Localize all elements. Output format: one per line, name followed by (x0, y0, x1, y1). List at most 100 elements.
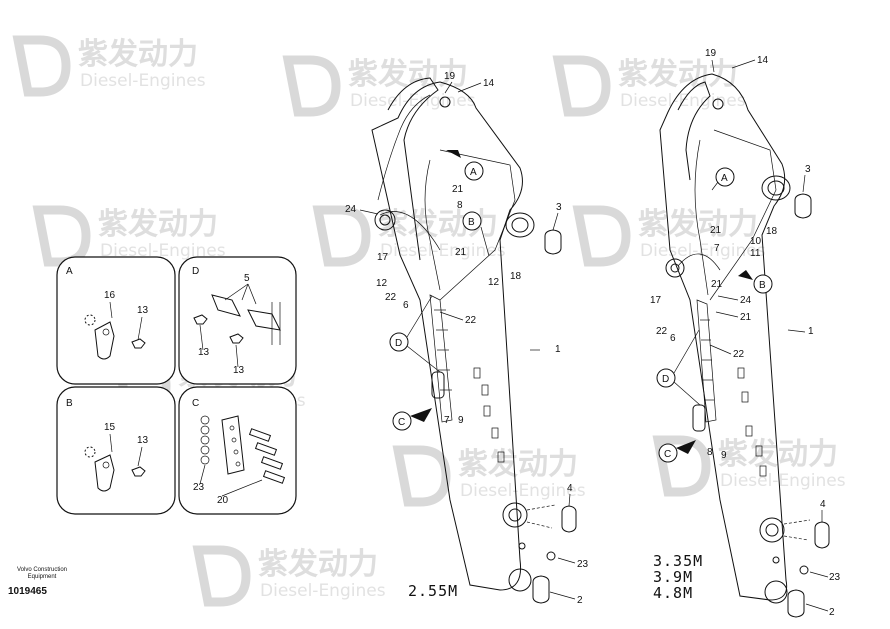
circle-marker-d: D (662, 374, 669, 385)
callout-19: 19 (444, 71, 456, 82)
panel-letter: D (192, 266, 199, 277)
detail-panel-c[interactable]: C 23 20 (178, 386, 297, 515)
variant-label-1: 3.35M (653, 552, 703, 570)
watermark-en: Diesel-Engines (380, 241, 506, 261)
detail-panel-b[interactable]: B 15 13 (56, 386, 176, 515)
callout-3: 3 (556, 202, 562, 213)
callout-10: 10 (750, 236, 762, 247)
callout-24: 24 (740, 295, 752, 306)
callout-17: 17 (377, 252, 389, 263)
callout-15: 15 (104, 422, 116, 433)
circle-marker-a: A (721, 173, 728, 184)
circle-marker-d: D (395, 338, 402, 349)
callout-5: 5 (244, 273, 250, 284)
callout-1: 1 (555, 344, 561, 355)
footer-brand: Volvo Construction Equipment (6, 567, 78, 581)
panel-letter: A (66, 266, 73, 277)
callout-12: 12 (488, 277, 500, 288)
panel-letter: B (66, 398, 73, 409)
watermark-tile: 紫发动力 Diesel-Engines (192, 545, 386, 607)
watermark-en: Diesel-Engines (100, 241, 226, 261)
callout-14: 14 (483, 78, 495, 89)
callout-3: 3 (805, 164, 811, 175)
callout-22: 22 (465, 315, 477, 326)
callout-4: 4 (567, 483, 573, 494)
left-arm-assembly: A B D C 19 14 24 21 8 21 3 17 12 22 6 12… (345, 71, 589, 606)
callout-22: 22 (733, 349, 745, 360)
callout-16: 16 (104, 290, 116, 301)
watermark-logo-icon (392, 445, 451, 507)
variant-label-left: 2.55M (408, 582, 458, 600)
watermark-cn: 紫发动力 (458, 447, 578, 482)
callout-1: 1 (808, 326, 814, 337)
callout-2: 2 (829, 607, 835, 618)
circle-marker-b: B (759, 280, 766, 291)
detail-panel-d[interactable]: D 5 13 13 (178, 256, 297, 385)
watermark-logo-icon (282, 55, 341, 117)
callout-23: 23 (577, 559, 589, 570)
watermark-tile: 紫发动力 Diesel-Engines (392, 445, 586, 507)
callout-20: 20 (217, 495, 229, 506)
callout-21: 21 (452, 184, 464, 195)
watermark-en: Diesel-Engines (260, 581, 386, 601)
document-id: 1019465 (8, 586, 47, 597)
circle-marker-c: C (398, 417, 405, 428)
watermark-logo-icon (12, 35, 71, 97)
watermark-cn: 紫发动力 (638, 207, 758, 242)
callout-17: 17 (650, 295, 662, 306)
circle-marker-b: B (468, 217, 475, 228)
callout-21: 21 (711, 279, 723, 290)
callout-2: 2 (577, 595, 583, 606)
callout-12: 12 (376, 278, 388, 289)
watermark-logo-icon (552, 55, 611, 117)
callout-24: 24 (345, 204, 357, 215)
callout-21: 21 (455, 247, 467, 258)
watermark-cn: 紫发动力 (258, 547, 378, 582)
watermark-cn: 紫发动力 (98, 207, 218, 242)
callout-18: 18 (766, 226, 778, 237)
watermark-tile: 紫发动力 Diesel-Engines (12, 35, 206, 97)
callout-19: 19 (705, 48, 717, 59)
callout-8: 8 (707, 447, 713, 458)
callout-14: 14 (757, 55, 769, 66)
callout-13: 13 (137, 435, 149, 446)
brand-sub: Equipment (27, 574, 57, 580)
callout-11: 11 (750, 248, 761, 259)
callout-8: 8 (457, 200, 463, 211)
callout-21: 21 (740, 312, 752, 323)
callout-13: 13 (198, 347, 210, 358)
watermark-logo-icon (652, 435, 711, 497)
watermark-logo-icon (312, 205, 371, 267)
callout-7: 7 (444, 415, 450, 426)
variant-label-2: 3.9M (653, 568, 693, 586)
detail-panel-a[interactable]: A 16 13 (56, 256, 176, 385)
callout-6: 6 (670, 333, 676, 344)
watermark-en: Diesel-Engines (720, 471, 846, 491)
right-arm-assembly: A B D C 19 14 3 18 21 10 11 7 21 17 24 2… (650, 48, 841, 618)
variant-label-3: 4.8M (653, 584, 693, 602)
callout-22: 22 (656, 326, 668, 337)
watermark-en: Diesel-Engines (80, 71, 206, 91)
watermark-en: Diesel-Engines (640, 241, 766, 261)
watermark-cn: 紫发动力 (78, 37, 198, 72)
callout-13: 13 (137, 305, 149, 316)
callout-6: 6 (403, 300, 409, 311)
callout-9: 9 (458, 415, 464, 426)
watermark-en: Diesel-Engines (350, 91, 476, 111)
watermark-tile: 紫发动力 Diesel-Engines (552, 55, 746, 117)
callout-23: 23 (829, 572, 841, 583)
watermark-en: Diesel-Engines (460, 481, 586, 501)
callout-13: 13 (233, 365, 245, 376)
watermark-cn: 紫发动力 (618, 57, 738, 92)
panel-letter: C (192, 398, 199, 409)
callout-7: 7 (714, 243, 720, 254)
callout-22: 22 (385, 292, 397, 303)
callout-21: 21 (710, 225, 722, 236)
brand-name: Volvo Construction (16, 567, 68, 573)
callout-9: 9 (721, 450, 727, 461)
circle-marker-a: A (470, 167, 477, 178)
watermark-logo-icon (192, 545, 251, 607)
callout-23: 23 (193, 482, 205, 493)
circle-marker-c: C (664, 449, 671, 460)
